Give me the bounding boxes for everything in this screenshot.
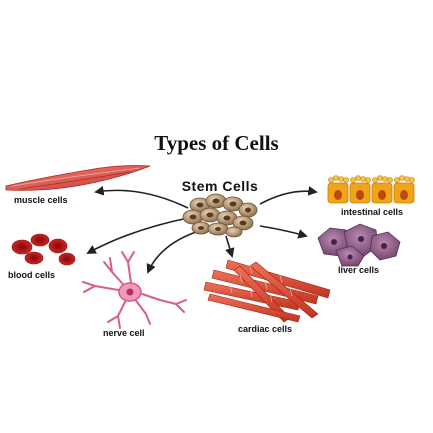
diagram-title: Types of Cells <box>154 131 279 155</box>
arrow-to-blood <box>86 217 189 254</box>
intestinal-cells-label: intestinal cells <box>341 207 404 217</box>
muscle-cells-image <box>5 165 151 191</box>
liver-cells-label: liver cells <box>338 265 380 275</box>
stem-cells-label: Stem Cells <box>181 178 259 194</box>
arrow-to-cardiac <box>225 235 235 258</box>
muscle-cells-label: muscle cells <box>14 195 68 205</box>
intestinal-cells-image <box>327 175 415 204</box>
nerve-cell-image <box>82 251 187 329</box>
nerve-cell-label: nerve cell <box>103 328 145 338</box>
stem-cells-cluster <box>182 193 258 238</box>
arrow-to-liver <box>259 225 308 239</box>
arrows <box>86 186 318 274</box>
arrow-to-nerve <box>146 231 197 274</box>
liver-cells-image <box>317 223 401 267</box>
blood-cells-label: blood cells <box>8 270 56 280</box>
cardiac-cells-image <box>203 259 331 323</box>
cardiac-cells-label: cardiac cells <box>238 324 293 334</box>
arrow-to-muscle <box>94 186 189 209</box>
blood-cells-image <box>11 233 76 266</box>
arrow-to-intestinal <box>259 186 318 205</box>
